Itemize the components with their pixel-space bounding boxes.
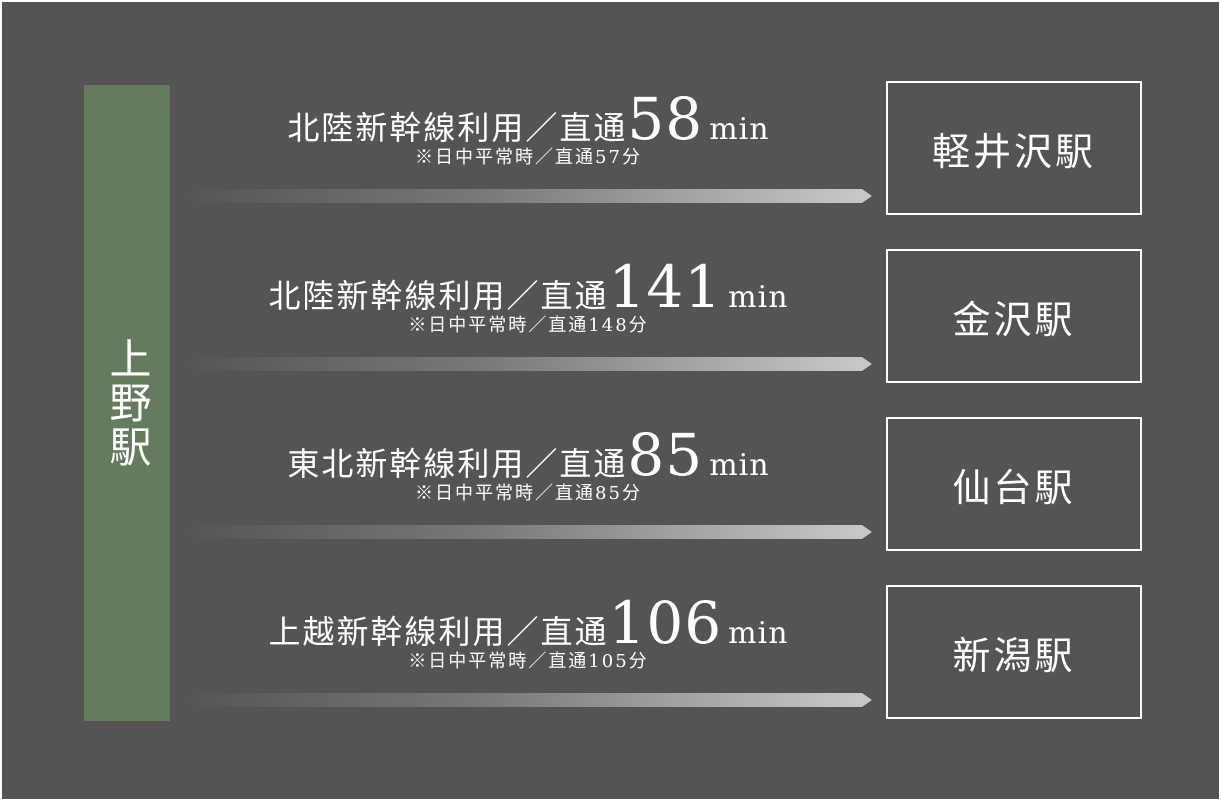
travel-minutes: 58 [627, 85, 704, 153]
off-peak-note: ※日中平常時／直通105分 [408, 651, 649, 672]
minutes-unit: min [728, 616, 789, 651]
line-name: 北陸新幹線利用／直通 [268, 277, 609, 315]
origin-station-label: 上野駅 [103, 337, 152, 469]
line-name: 東北新幹線利用／直通 [287, 445, 628, 483]
off-peak-note: ※日中平常時／直通85分 [415, 483, 642, 504]
destination-label: 新潟駅 [952, 633, 1076, 678]
travel-minutes: 106 [608, 589, 723, 657]
minutes-unit: min [728, 280, 789, 315]
minutes-unit: min [709, 448, 770, 483]
line-name: 北陸新幹線利用／直通 [287, 109, 628, 147]
line-name: 上越新幹線利用／直通 [268, 613, 609, 651]
destination-label: 仙台駅 [952, 465, 1076, 510]
destination-box: 金沢駅 [886, 249, 1142, 383]
destination-box: 軽井沢駅 [886, 81, 1142, 215]
route-arrow [180, 357, 862, 371]
minutes-unit: min [709, 112, 770, 147]
arrow-head-icon [862, 525, 872, 539]
destination-label: 軽井沢駅 [931, 129, 1096, 174]
off-peak-note: ※日中平常時／直通148分 [408, 315, 649, 336]
travel-minutes: 141 [608, 253, 723, 321]
route-arrow [180, 525, 862, 539]
destination-box: 新潟駅 [886, 585, 1142, 719]
arrow-head-icon [862, 189, 872, 203]
route-arrow [180, 693, 862, 707]
off-peak-note: ※日中平常時／直通57分 [415, 147, 642, 168]
destination-label: 金沢駅 [952, 297, 1076, 342]
arrow-head-icon [862, 357, 872, 371]
origin-station-bar: 上野駅 [84, 85, 170, 721]
destination-box: 仙台駅 [886, 417, 1142, 551]
route-arrow [180, 189, 862, 203]
travel-minutes: 85 [627, 421, 704, 489]
arrow-head-icon [862, 693, 872, 707]
